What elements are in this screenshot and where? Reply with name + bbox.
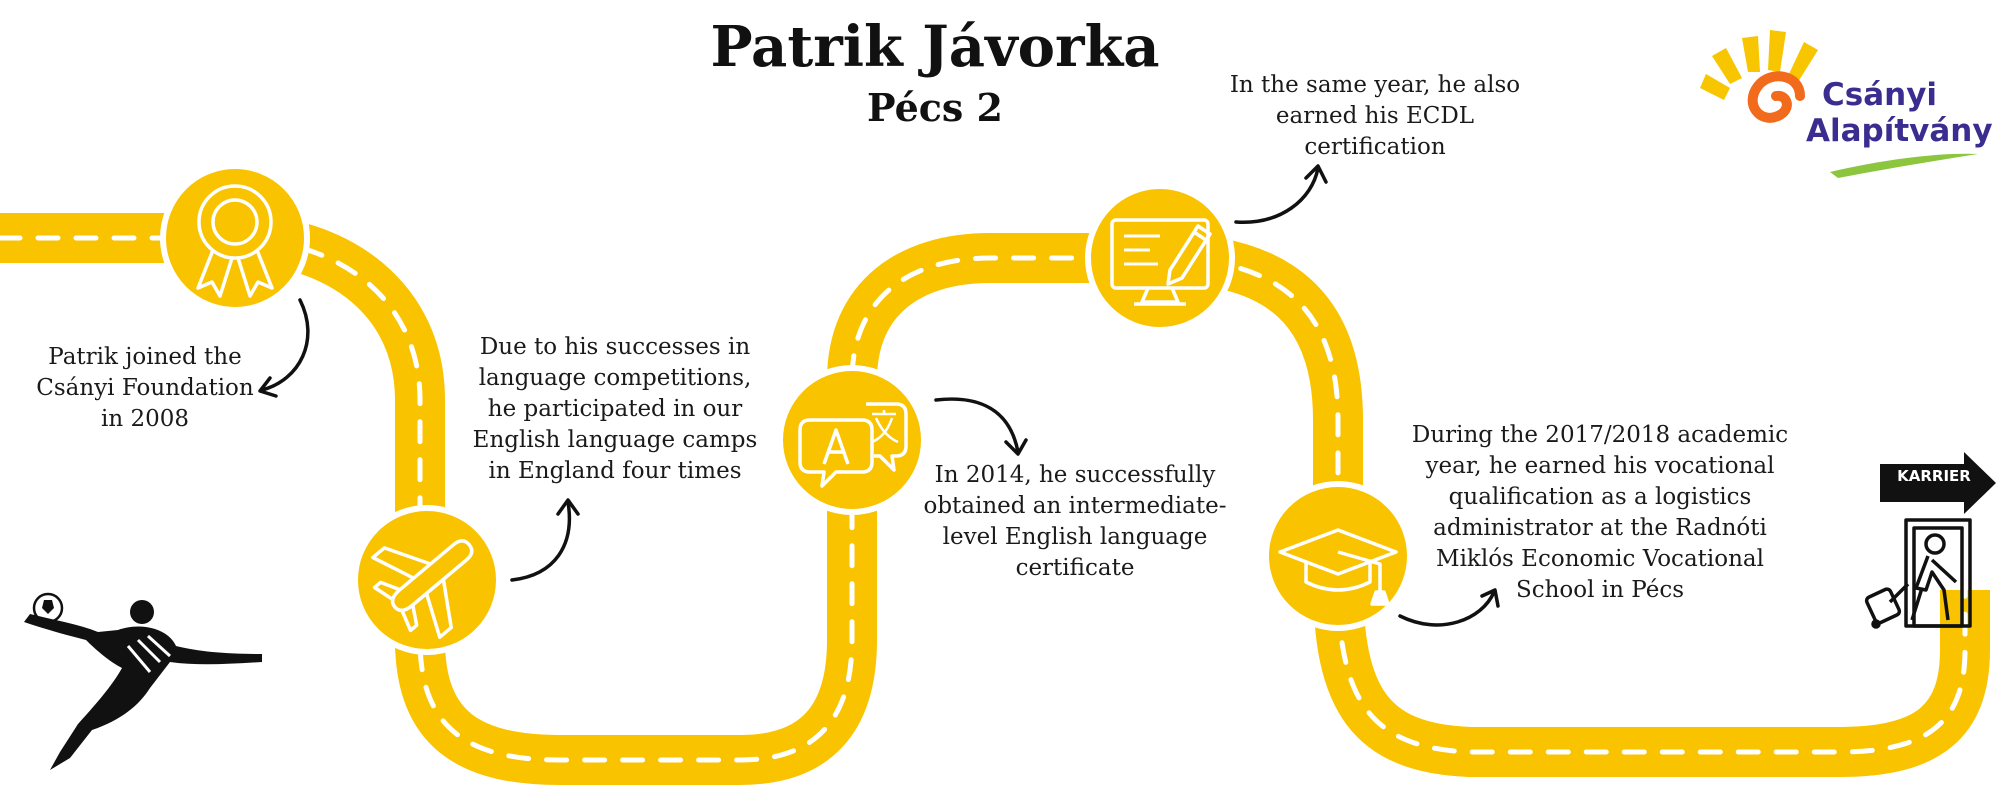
- milestone-2-circle: [352, 505, 502, 655]
- milestone-3-circle: [777, 365, 927, 515]
- milestone-5-text: During the 2017/2018 academic year, he e…: [1411, 422, 1789, 603]
- logo-swoosh-icon: [1830, 153, 1978, 178]
- arrow-milestone-4: [1234, 164, 1328, 224]
- milestone-4-circle: [1085, 183, 1235, 333]
- milestone-1-text: Patrik joined the Csányi Foundation in 2…: [36, 344, 254, 432]
- milestone-2-text: Due to his successes in language competi…: [472, 334, 758, 484]
- airplane-icon: [371, 539, 474, 639]
- milestone-4-text: In the same year, he also earned his ECD…: [1229, 72, 1521, 160]
- milestone-1-circle: [160, 163, 310, 313]
- exit-door-traveler-icon: [1864, 518, 1972, 629]
- arrow-milestone-1: [258, 298, 310, 398]
- logo-text-line1: Csányi: [1822, 77, 1938, 113]
- computer-certificate-icon: [1110, 218, 1212, 306]
- translate-bubbles-icon: [798, 402, 908, 488]
- ribbon-award-icon: [196, 184, 274, 298]
- csanyi-logo: [1700, 30, 1978, 178]
- milestone-3-text: In 2014, he successfully obtained an int…: [923, 462, 1227, 581]
- karrier-arrow-sign: [1880, 452, 1996, 514]
- logo-sun-rays-icon: [1700, 30, 1818, 100]
- arrow-milestone-2: [510, 498, 580, 582]
- milestone-5-circle: [1263, 481, 1413, 631]
- page-subtitle: Pécs 2: [867, 85, 1003, 130]
- karrier-label: KARRIER: [1897, 467, 1971, 485]
- arrow-milestone-3: [934, 397, 1028, 456]
- logo-text-line2: Alapítvány: [1806, 113, 1993, 149]
- page-title: Patrik Jávorka: [710, 14, 1160, 80]
- logo-swirl-icon: [1747, 71, 1805, 123]
- arrow-milestone-5: [1398, 588, 1500, 627]
- soccer-player-icon: [24, 592, 262, 770]
- graduation-cap-icon: [1278, 528, 1398, 606]
